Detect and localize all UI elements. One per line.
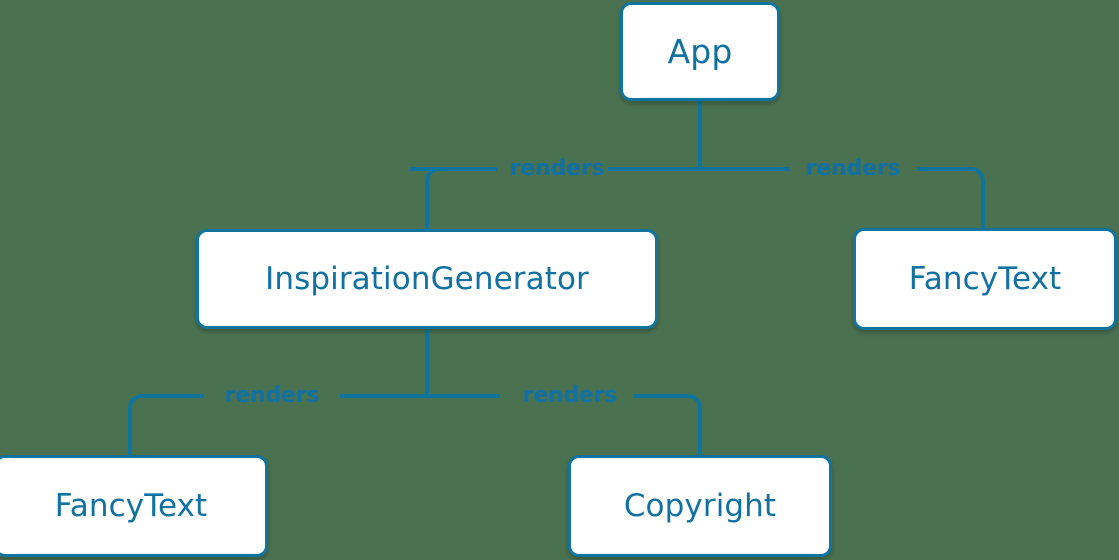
connector-elbow-fancytext-right <box>970 167 985 228</box>
edge-label-app-fancytext: renders <box>805 156 901 181</box>
node-app-label: App <box>667 32 733 71</box>
node-fancytext-left[interactable]: FancyText <box>0 455 268 557</box>
edge-label-inspiration-fancytext: renders <box>224 383 320 408</box>
node-fancytext-right[interactable]: FancyText <box>853 228 1117 330</box>
node-inspiration-generator[interactable]: InspirationGenerator <box>196 229 658 329</box>
node-app[interactable]: App <box>620 2 780 101</box>
node-copyright-label: Copyright <box>623 487 777 524</box>
connector-elbow-fancytext-left <box>128 394 143 455</box>
edge-label-inspiration-copyright: renders <box>522 383 618 408</box>
connector-elbow-inspiration <box>425 167 451 229</box>
node-fancytext-left-label: FancyText <box>54 487 208 524</box>
node-inspiration-generator-label: InspirationGenerator <box>265 260 589 297</box>
edge-label-app-inspiration: renders <box>509 156 605 181</box>
node-copyright[interactable]: Copyright <box>568 455 832 557</box>
connector-elbow-copyright <box>687 394 702 455</box>
node-fancytext-right-label: FancyText <box>908 260 1062 297</box>
